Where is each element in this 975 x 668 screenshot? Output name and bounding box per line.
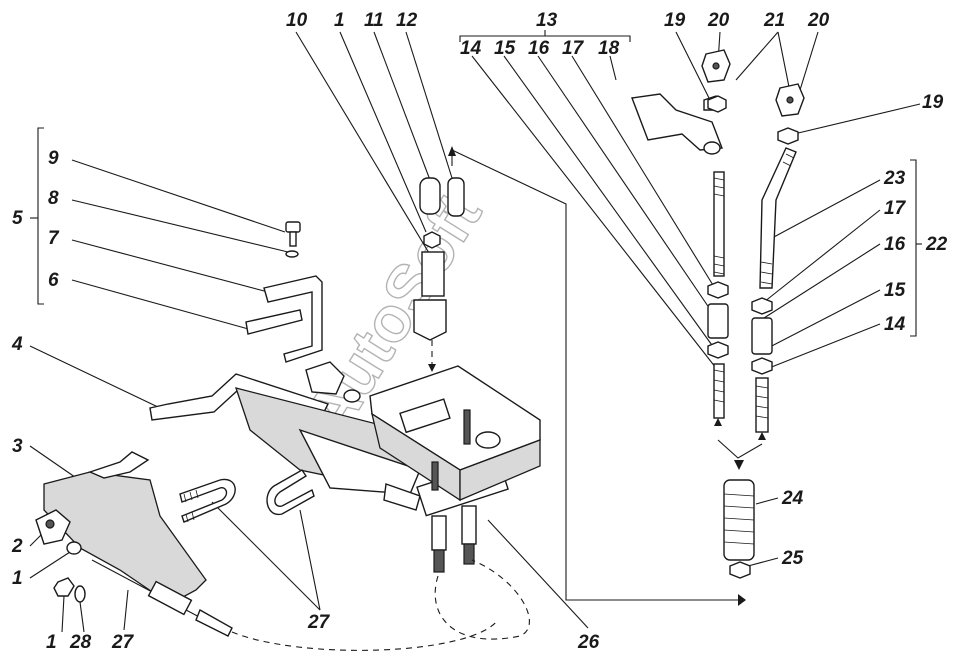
threads-rod-upper	[713, 177, 725, 275]
label-16-top: 16	[528, 38, 550, 59]
threads-ubolt	[183, 489, 199, 523]
label-21: 21	[763, 10, 785, 31]
label-5: 5	[12, 208, 23, 229]
label-10: 10	[286, 10, 308, 31]
label-20-right: 20	[807, 10, 830, 31]
label-14-right: 14	[884, 314, 906, 335]
label-14-top: 14	[460, 38, 482, 59]
brackets	[30, 30, 922, 337]
label-24: 24	[781, 488, 804, 509]
label-26: 26	[577, 632, 600, 653]
label-20-left: 20	[707, 10, 730, 31]
label-28: 28	[69, 632, 92, 653]
label-22: 22	[925, 234, 948, 255]
label-18: 18	[598, 38, 620, 59]
label-15-top: 15	[494, 38, 516, 59]
rod-stack-22	[717, 83, 805, 579]
label-1-top: 1	[334, 10, 345, 31]
label-3: 3	[12, 436, 23, 457]
label-6: 6	[48, 270, 59, 291]
label-15-right: 15	[884, 280, 906, 301]
rod-stack-13	[701, 49, 731, 426]
label-1-left: 1	[12, 568, 23, 589]
threads-bent-rod	[760, 153, 795, 285]
label-13: 13	[536, 10, 558, 31]
label-19-right: 19	[922, 92, 944, 113]
label-16-right: 16	[884, 234, 906, 255]
label-25: 25	[781, 548, 804, 569]
label-19-top: 19	[664, 10, 686, 31]
label-27-left: 27	[111, 632, 135, 653]
label-23: 23	[883, 168, 906, 189]
label-12: 12	[396, 10, 418, 31]
label-9: 9	[48, 148, 59, 169]
label-8: 8	[48, 188, 59, 209]
label-4: 4	[11, 334, 23, 355]
threads-coupling-24	[723, 493, 755, 545]
callout-labels: 10 1 11 12 13 14 15 16 17 18 19 20 21 20…	[11, 10, 948, 653]
threads-rod-lower	[713, 369, 725, 403]
label-1-bottom: 1	[46, 632, 57, 653]
label-17-top: 17	[562, 38, 585, 59]
label-7: 7	[48, 228, 60, 249]
valve-housing	[369, 146, 746, 606]
bracket-assembly-5	[245, 221, 323, 363]
label-17-right: 17	[884, 198, 907, 219]
leader-lines	[29, 31, 921, 633]
label-27-bottom: 27	[307, 612, 331, 633]
threads-lower-right	[755, 385, 769, 419]
label-2: 2	[11, 536, 23, 557]
label-11: 11	[364, 10, 384, 31]
